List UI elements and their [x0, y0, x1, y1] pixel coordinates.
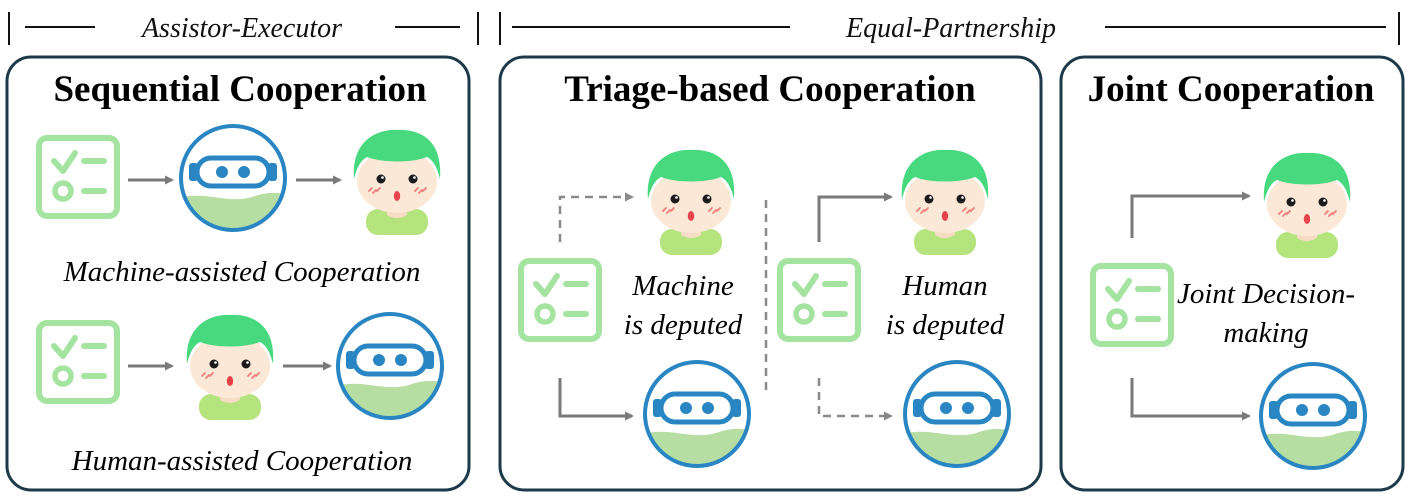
- panel-sequential-title: Sequential Cooperation: [53, 69, 427, 110]
- human-face-icon: [185, 314, 275, 421]
- caption-human-assisted: Human-assisted Cooperation: [71, 445, 413, 477]
- dashed-arrow-to-machine: [817, 378, 893, 421]
- arrow-to-machine: [1130, 378, 1251, 421]
- category-assistor-executor: Assistor-Executor: [140, 13, 342, 44]
- human-face-icon: [1262, 152, 1352, 259]
- label-making: making: [1223, 317, 1308, 349]
- label-joint-decision: Joint Decision-: [1177, 278, 1355, 310]
- dashed-arrow-to-human: [558, 192, 634, 242]
- panel-joint: Joint Cooperation Joint Decision- making: [1059, 55, 1405, 492]
- panel-joint-title: Joint Cooperation: [1088, 69, 1375, 110]
- category-equal-partnership: Equal-Partnership: [845, 13, 1056, 44]
- arrow-to-machine: [558, 378, 634, 421]
- human-face-icon: [352, 129, 442, 236]
- label-machine: Machine: [631, 270, 734, 302]
- human-face-icon: [900, 149, 990, 256]
- label-machine-deputed: is deputed: [624, 309, 743, 341]
- panel-sequential: Sequential Cooperation Machine-assisted …: [5, 55, 471, 492]
- panel-triage-frame: [498, 55, 1043, 492]
- arrow-to-human: [1130, 191, 1251, 238]
- panel-triage-title: Triage-based Cooperation: [564, 69, 976, 110]
- human-face-icon: [646, 149, 736, 256]
- arrow-to-human: [817, 192, 893, 242]
- label-human: Human: [901, 270, 987, 302]
- label-human-deputed: is deputed: [886, 309, 1005, 341]
- panel-triage: Triage-based Cooperation Machine is depu…: [498, 55, 1043, 492]
- caption-machine-assisted: Machine-assisted Cooperation: [63, 256, 421, 288]
